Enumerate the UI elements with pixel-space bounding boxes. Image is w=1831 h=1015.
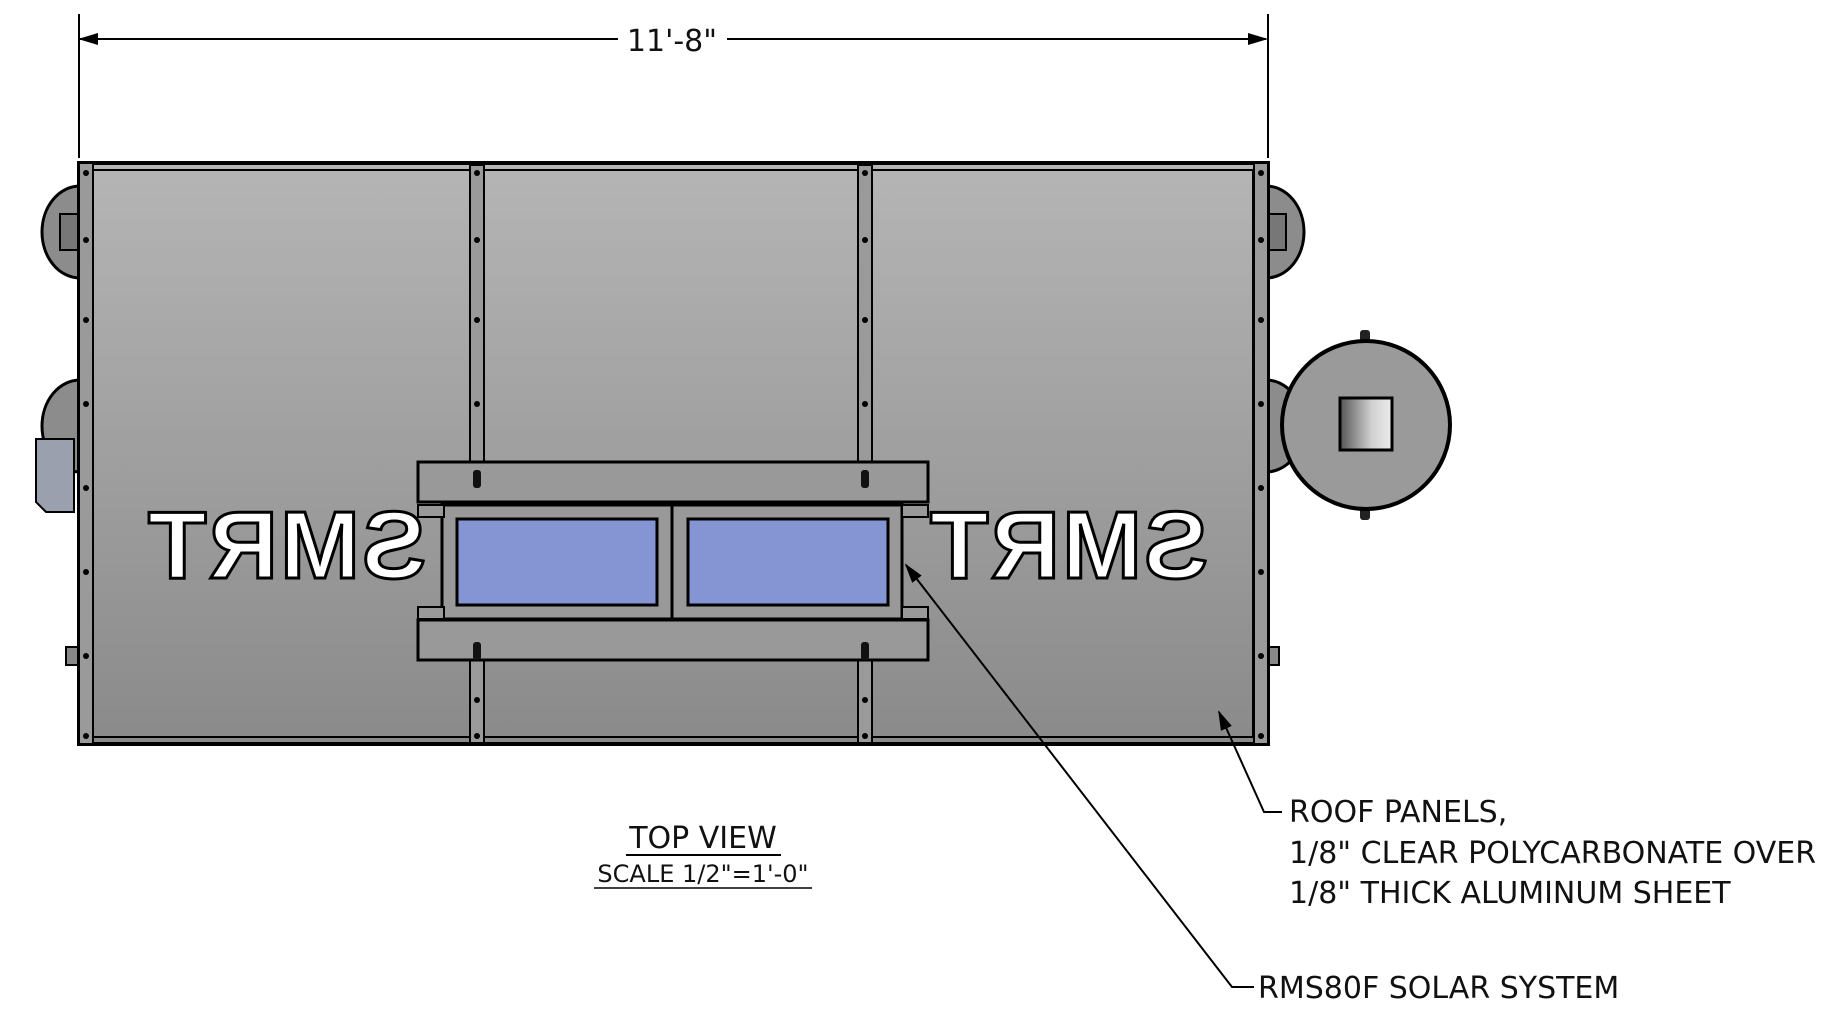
right-rail (1253, 162, 1269, 745)
solar-bolt-2 (861, 470, 869, 488)
view-scale: SCALE 1/2"=1'-0" (597, 860, 808, 888)
rivets (83, 170, 1264, 739)
solar-mount-top (416, 460, 930, 504)
callout-solar-system: RMS80F SOLAR SYSTEM (1258, 971, 1619, 1006)
view-title: TOP VIEW (628, 821, 777, 856)
logo-text-left: SMRT (146, 492, 426, 599)
solar-clamp-left-top (417, 504, 445, 518)
callout-roof-line-3: 1/8" THICK ALUMINUM SHEET (1289, 876, 1731, 911)
callout-roof-line-2: 1/8" CLEAR POLYCARBONATE OVER (1289, 836, 1816, 871)
leader-line-solar (904, 563, 1254, 988)
solar-system (416, 460, 930, 662)
vent-cap (1338, 396, 1394, 452)
solar-cell-left (455, 517, 659, 607)
solar-bolt-1 (473, 470, 481, 488)
overall-dimension: 11'-8" (78, 14, 1269, 158)
leader-solar-system (904, 563, 1254, 988)
dimension-text: 11'-8" (627, 24, 717, 59)
roof-vent (1280, 330, 1452, 520)
callout-roof-panels: ROOF PANELS, 1/8" CLEAR POLYCARBONATE OV… (1289, 795, 1816, 911)
solar-cell-right (686, 517, 890, 607)
solar-clamp-right-top (901, 504, 929, 518)
logo-left: SMRT (145, 491, 428, 601)
solar-bolt-4 (861, 642, 869, 660)
leader-line-roof (1218, 710, 1282, 813)
logo-text-right: SMRT (928, 492, 1208, 599)
solar-mount-bottom (416, 618, 930, 662)
left-rail (78, 162, 94, 745)
solar-bolt-3 (473, 642, 481, 660)
solar-clamp-right-bottom (901, 606, 929, 620)
solar-clamp-left-bottom (417, 606, 445, 620)
callout-roof-line-1: ROOF PANELS, (1289, 795, 1507, 830)
leader-roof-panels (1218, 710, 1282, 813)
logo-right: SMRT (927, 491, 1210, 601)
hitch-box (35, 438, 75, 513)
view-title-block: TOP VIEW SCALE 1/2"=1'-0" (594, 821, 812, 889)
